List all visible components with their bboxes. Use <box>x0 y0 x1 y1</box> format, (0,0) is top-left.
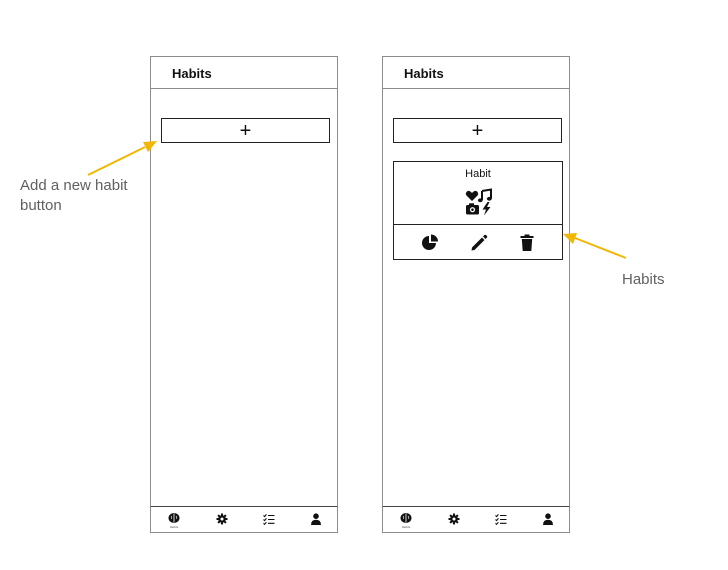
add-habit-button[interactable]: + <box>161 118 330 143</box>
nav-label: Habits <box>169 525 179 529</box>
habit-name: Habit <box>465 168 491 180</box>
habit-card-body: Habit <box>394 162 562 224</box>
user-icon[interactable] <box>542 513 554 525</box>
app-header: Habits <box>383 57 569 89</box>
arrow-to-add-button <box>87 141 157 176</box>
brain-icon[interactable] <box>168 512 180 524</box>
annotation-habits: Habits <box>622 271 665 288</box>
stats-pie-icon[interactable] <box>421 234 439 252</box>
app-header: Habits <box>151 57 337 89</box>
habit-collage-icon <box>465 188 492 216</box>
phone-with-habit: Habits + Habit <box>382 56 570 533</box>
checklist-icon[interactable] <box>263 513 275 525</box>
arrow-to-habit-card <box>563 233 627 259</box>
edit-pencil-icon[interactable] <box>470 234 488 252</box>
delete-trash-icon[interactable] <box>518 234 536 252</box>
page-title: Habits <box>172 66 212 81</box>
habit-card-actions <box>394 224 562 259</box>
gear-icon[interactable] <box>216 513 228 525</box>
habit-card[interactable]: Habit <box>393 161 563 260</box>
gear-icon[interactable] <box>448 513 460 525</box>
user-icon[interactable] <box>310 513 322 525</box>
bottom-nav: Habits <box>383 506 569 532</box>
bottom-nav: Habits <box>151 506 337 532</box>
page-title: Habits <box>404 66 444 81</box>
brain-icon[interactable] <box>400 512 412 524</box>
phone-empty-state: Habits + Habits <box>150 56 338 533</box>
checklist-icon[interactable] <box>495 513 507 525</box>
annotation-add-button: Add a new habit button <box>20 177 128 214</box>
nav-label: Habits <box>401 525 411 529</box>
add-habit-button[interactable]: + <box>393 118 562 143</box>
